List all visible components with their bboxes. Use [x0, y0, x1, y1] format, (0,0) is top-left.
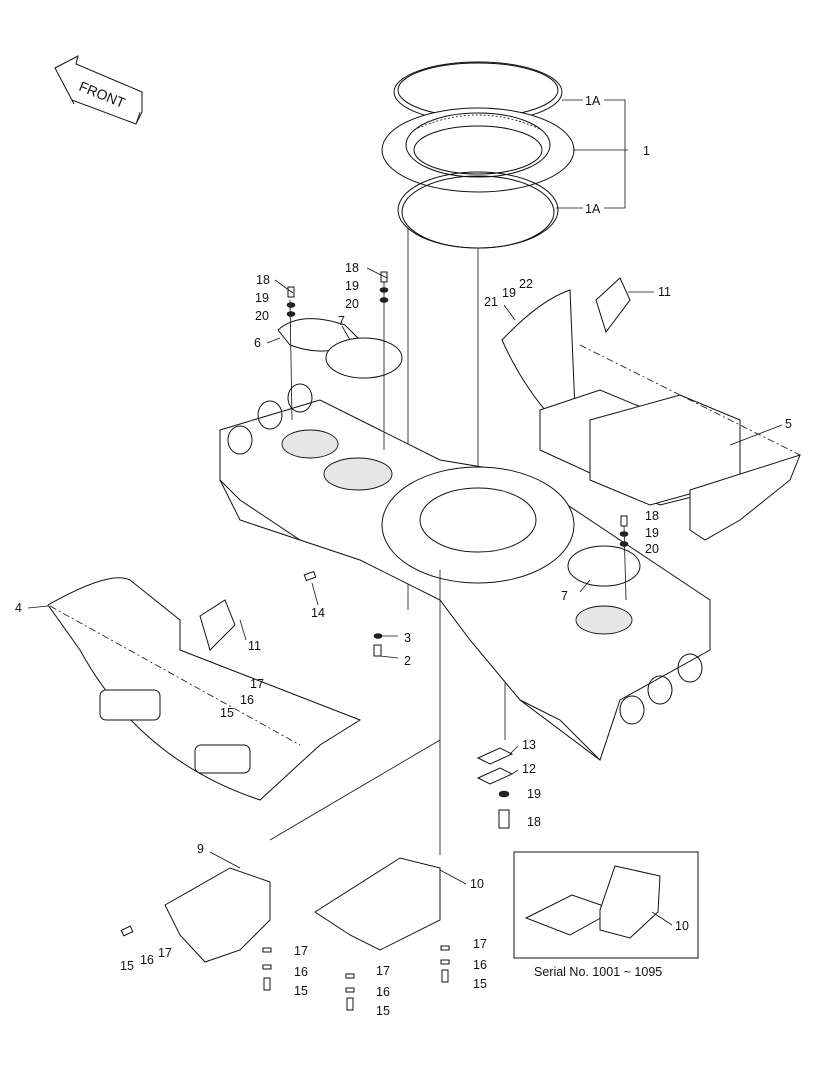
- callout-16: 16: [240, 693, 254, 707]
- callout-18: 18: [527, 815, 541, 829]
- front-arrow-icon: FRONT: [54, 55, 143, 125]
- callout-2: 2: [404, 654, 411, 668]
- callout-9: 9: [197, 842, 204, 856]
- callout-19: 19: [645, 526, 659, 540]
- callout-17: 17: [158, 946, 172, 960]
- callout-1: 1: [643, 144, 650, 158]
- callout-4: 4: [15, 601, 22, 615]
- callout-19: 19: [527, 787, 541, 801]
- inset-label: 10: [675, 919, 689, 933]
- callout-22: 22: [519, 277, 533, 291]
- serial-inset: 10 Serial No. 1001 ~ 1095: [513, 851, 699, 979]
- callout-18: 18: [256, 273, 270, 287]
- callout-12: 12: [522, 762, 536, 776]
- callout-17: 17: [294, 944, 308, 958]
- callout-7: 7: [561, 589, 568, 603]
- side-cover-right: [501, 277, 801, 541]
- callout-17: 17: [376, 964, 390, 978]
- callout-11: 11: [658, 285, 671, 299]
- callout-20: 20: [345, 297, 359, 311]
- callout-20: 20: [255, 309, 269, 323]
- callout-10: 10: [470, 877, 484, 891]
- callout-11: 11: [248, 639, 261, 653]
- callout-15: 15: [294, 984, 308, 998]
- callout-18: 18: [645, 509, 659, 523]
- callout-1A-top: 1A: [585, 94, 601, 108]
- callout-15: 15: [376, 1004, 390, 1018]
- shims: [476, 747, 514, 785]
- callout-15: 15: [120, 959, 134, 973]
- callout-16: 16: [140, 953, 154, 967]
- swing-bearing: [381, 61, 628, 249]
- callout-5: 5: [785, 417, 792, 431]
- callout-17: 17: [250, 677, 264, 691]
- callout-16: 16: [376, 985, 390, 999]
- callout-18: 18: [345, 261, 359, 275]
- under-covers: [120, 570, 450, 1011]
- callout-3: 3: [404, 631, 411, 645]
- callout-16: 16: [294, 965, 308, 979]
- callout-16: 16: [473, 958, 487, 972]
- callout-7: 7: [338, 314, 345, 328]
- callout-19: 19: [502, 286, 516, 300]
- serial-note: Serial No. 1001 ~ 1095: [534, 965, 662, 979]
- callouts: 1A 1 1A 18 19 20 6 18 19 20 7 21 19 22 1…: [15, 94, 792, 1018]
- callout-20: 20: [645, 542, 659, 556]
- callout-15: 15: [473, 977, 487, 991]
- cover-plates: [277, 282, 641, 601]
- callout-17: 17: [473, 937, 487, 951]
- callout-6: 6: [254, 336, 261, 350]
- leader-lines: [27, 267, 783, 885]
- callout-19: 19: [345, 279, 359, 293]
- callout-15: 15: [220, 706, 234, 720]
- callout-13: 13: [522, 738, 536, 752]
- callout-21: 21: [484, 295, 498, 309]
- callout-1A-bottom: 1A: [585, 202, 601, 216]
- side-cover-left: [47, 577, 362, 801]
- undercarriage-frame: [219, 383, 711, 761]
- callout-19: 19: [255, 291, 269, 305]
- callout-14: 14: [311, 606, 325, 620]
